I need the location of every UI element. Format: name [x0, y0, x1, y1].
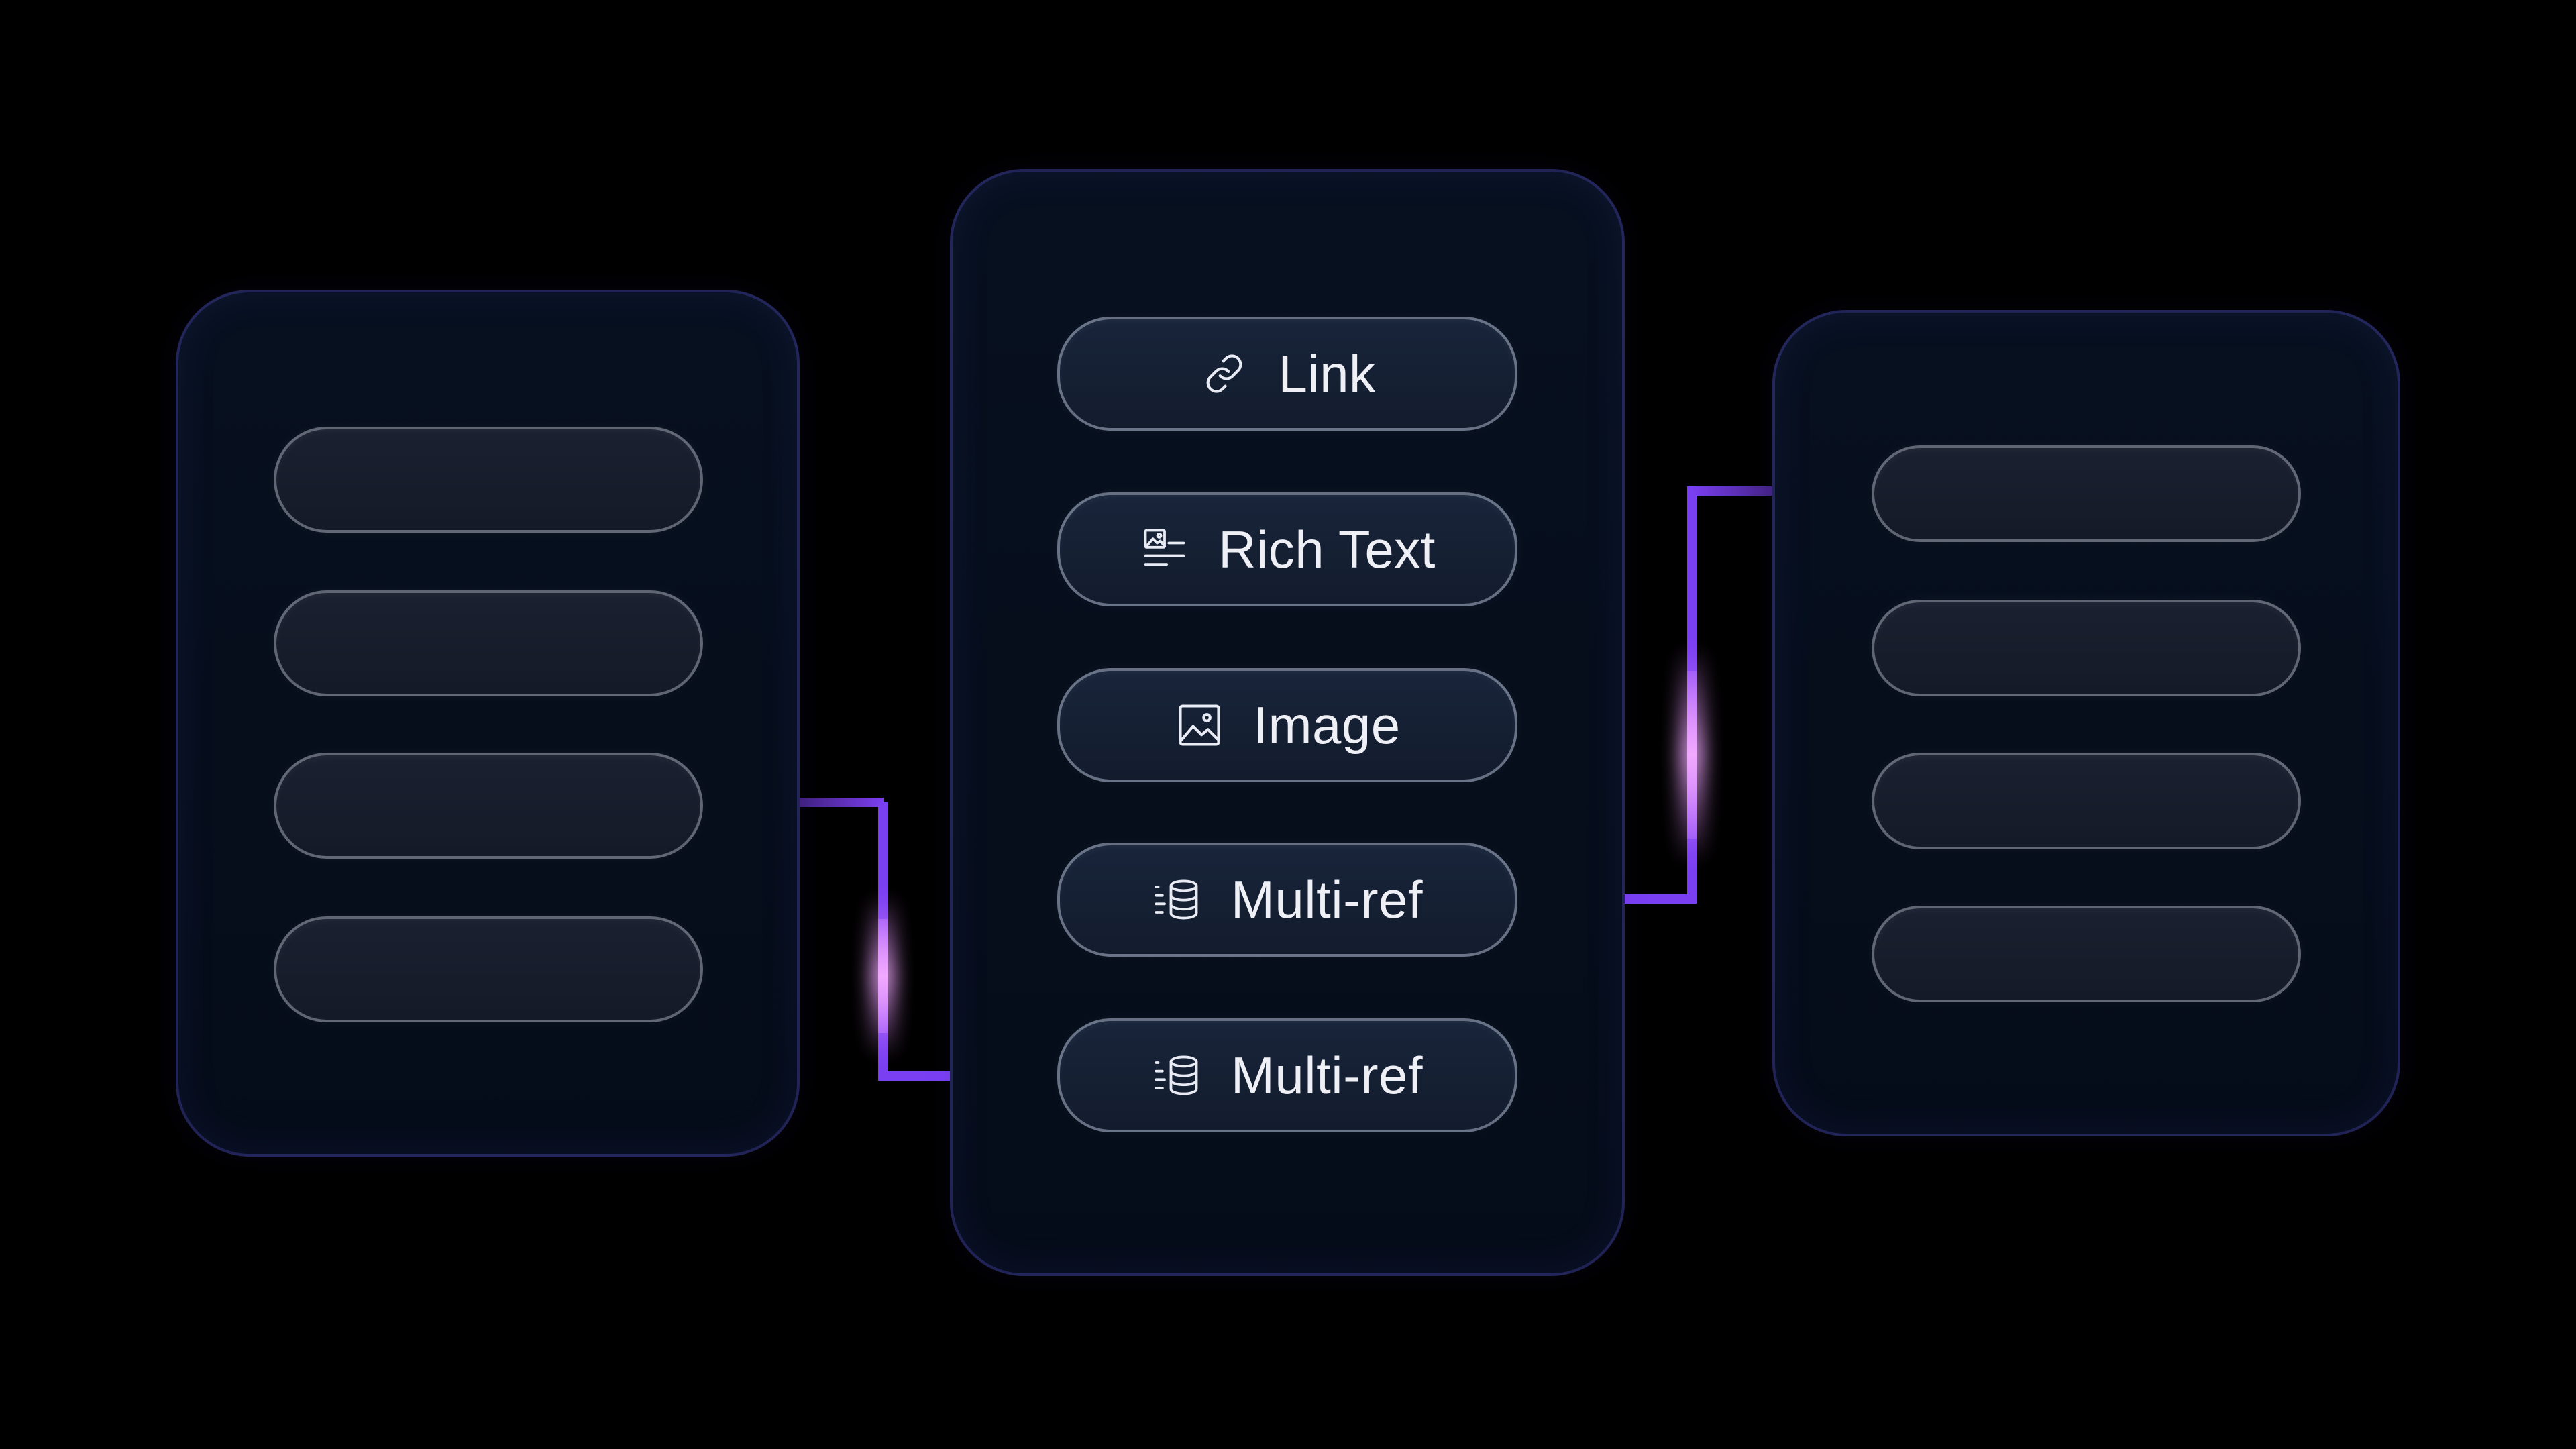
field-label: Image [1253, 695, 1401, 755]
rich-text-icon [1144, 529, 1185, 566]
database-icon [1155, 1055, 1198, 1095]
left-field-3[interactable] [274, 753, 703, 859]
field-label: Multi-ref [1230, 869, 1424, 929]
right-collection-card [1772, 310, 2400, 1136]
field-multi-ref-1[interactable]: Multi-ref [1057, 843, 1517, 957]
link-icon [1207, 354, 1242, 393]
field-image[interactable]: Image [1057, 668, 1517, 782]
left-field-2[interactable] [274, 590, 703, 696]
database-icon [1155, 879, 1198, 920]
left-field-1[interactable] [274, 427, 703, 533]
field-label: Multi-ref [1230, 1045, 1424, 1105]
field-multi-ref-2[interactable]: Multi-ref [1057, 1018, 1517, 1132]
right-field-2[interactable] [1872, 600, 2301, 696]
left-collection-card [176, 290, 800, 1157]
left-field-4[interactable] [274, 916, 703, 1022]
field-rich-text[interactable]: Rich Text [1057, 492, 1517, 606]
image-icon [1179, 704, 1220, 746]
field-label: Rich Text [1218, 519, 1436, 579]
right-field-4[interactable] [1872, 906, 2301, 1002]
right-field-3[interactable] [1872, 753, 2301, 849]
field-label: Link [1278, 343, 1376, 403]
field-link[interactable]: Link [1057, 317, 1517, 431]
right-field-1[interactable] [1872, 445, 2301, 542]
